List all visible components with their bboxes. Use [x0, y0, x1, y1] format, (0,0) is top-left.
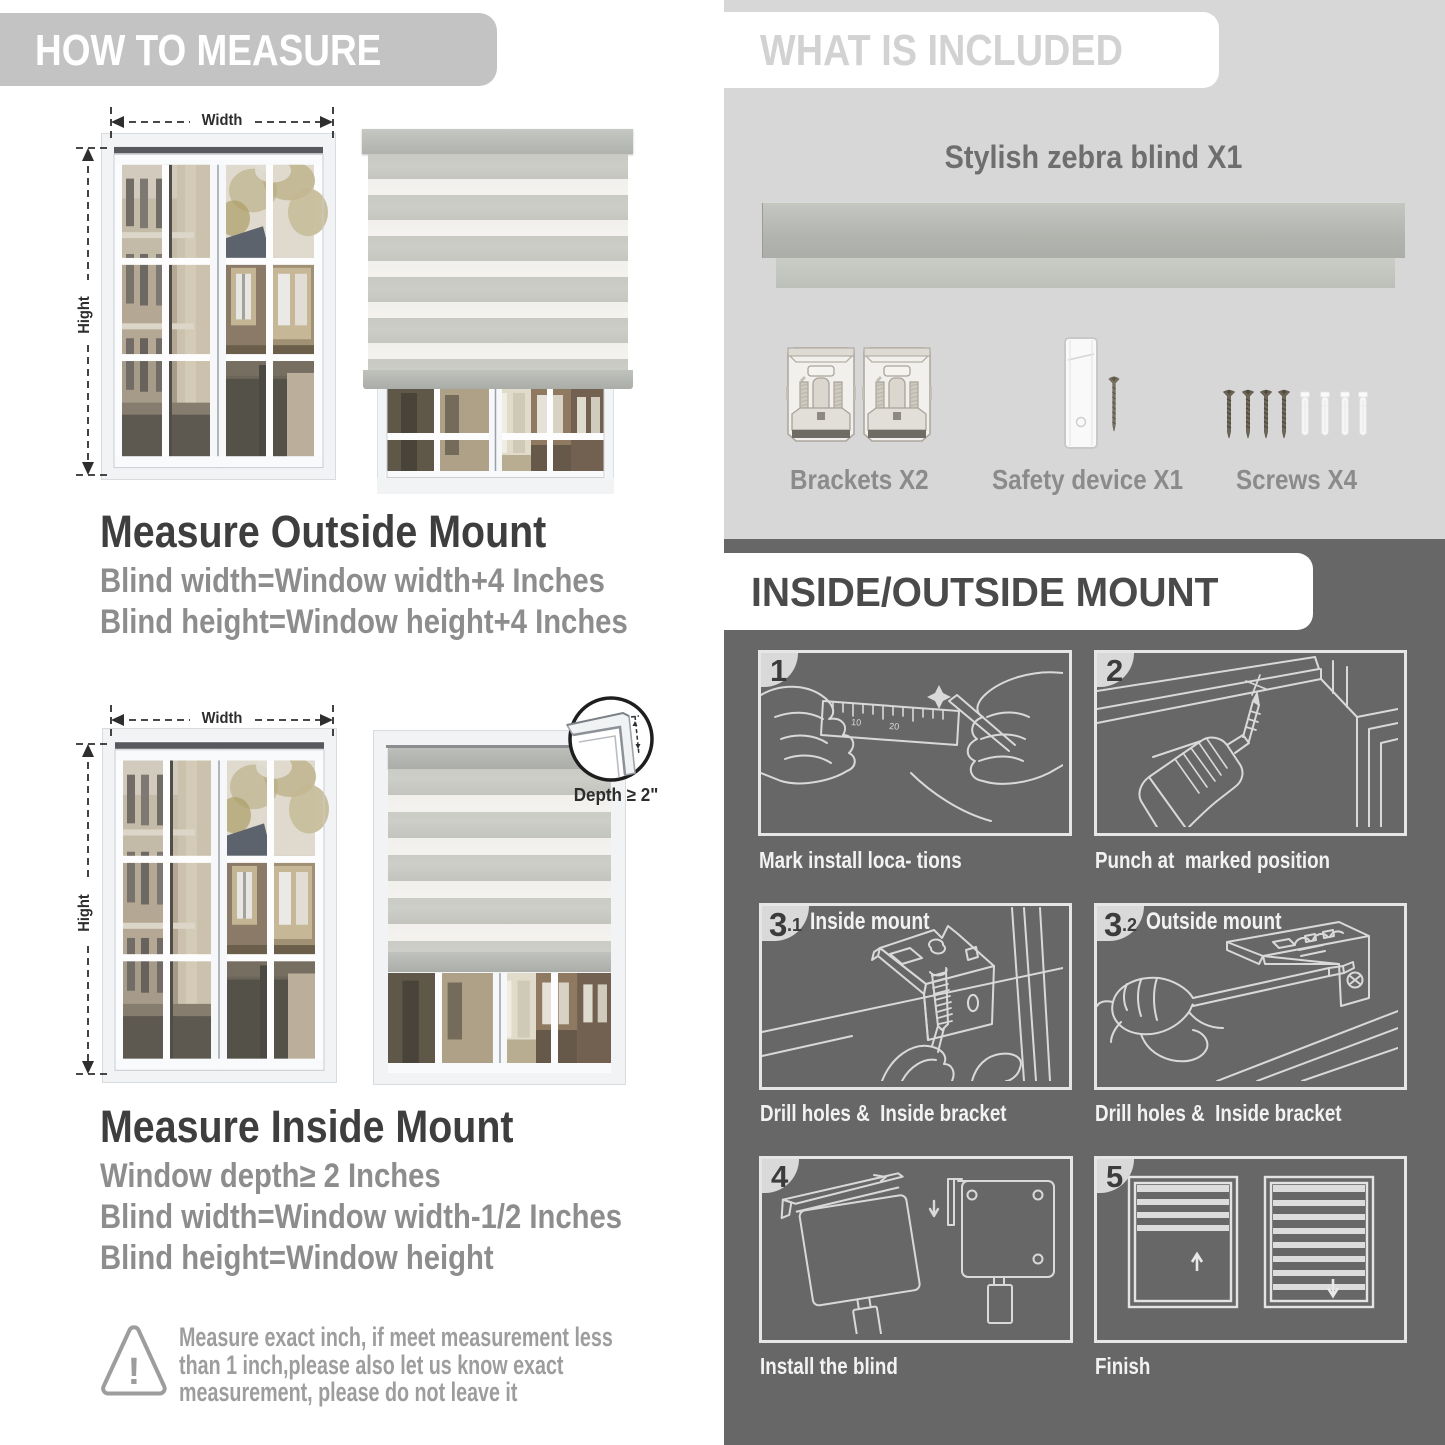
- svg-text:20: 20: [889, 721, 900, 732]
- svg-text:!: !: [128, 1351, 141, 1393]
- svg-text:10: 10: [851, 717, 862, 728]
